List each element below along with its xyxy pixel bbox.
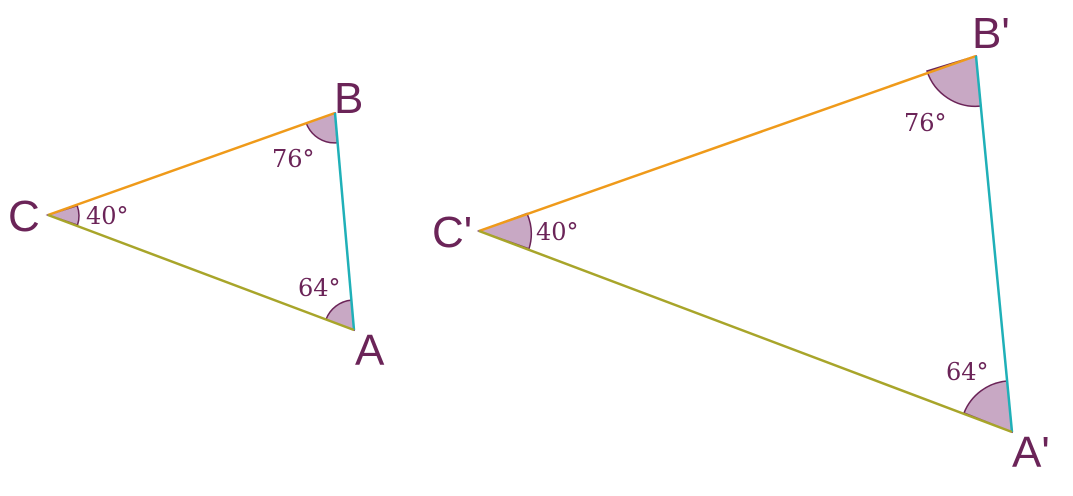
side-bc-prime [478,54,977,233]
vertex-label-c-prime: C' [432,208,472,257]
vertex-label-b: B [334,74,363,123]
triangle-abc: C B A 40° 76° 64° [8,74,385,375]
vertex-label-a: A [355,326,385,375]
side-ab [333,112,356,331]
angle-label-c: 40° [86,202,129,230]
angle-label-a: 64° [298,274,341,302]
side-ca [47,213,355,332]
angle-wedge-a-prime [963,380,1013,434]
vertex-label-b-prime: B' [972,9,1010,58]
angle-label-a-prime: 64° [946,358,989,386]
side-ab-prime [974,55,1014,433]
side-bc [47,111,336,217]
angle-label-b: 76° [272,145,315,173]
angle-label-c-prime: 40° [536,218,579,246]
angle-wedge-c-prime [476,212,533,250]
triangle-abc-prime: C' B' A' 40° 76° 64° [432,9,1050,477]
angle-label-b-prime: 76° [904,109,947,137]
side-ca-prime [478,229,1013,434]
vertex-label-a-prime: A' [1012,428,1050,477]
vertex-label-c: C [8,192,40,241]
